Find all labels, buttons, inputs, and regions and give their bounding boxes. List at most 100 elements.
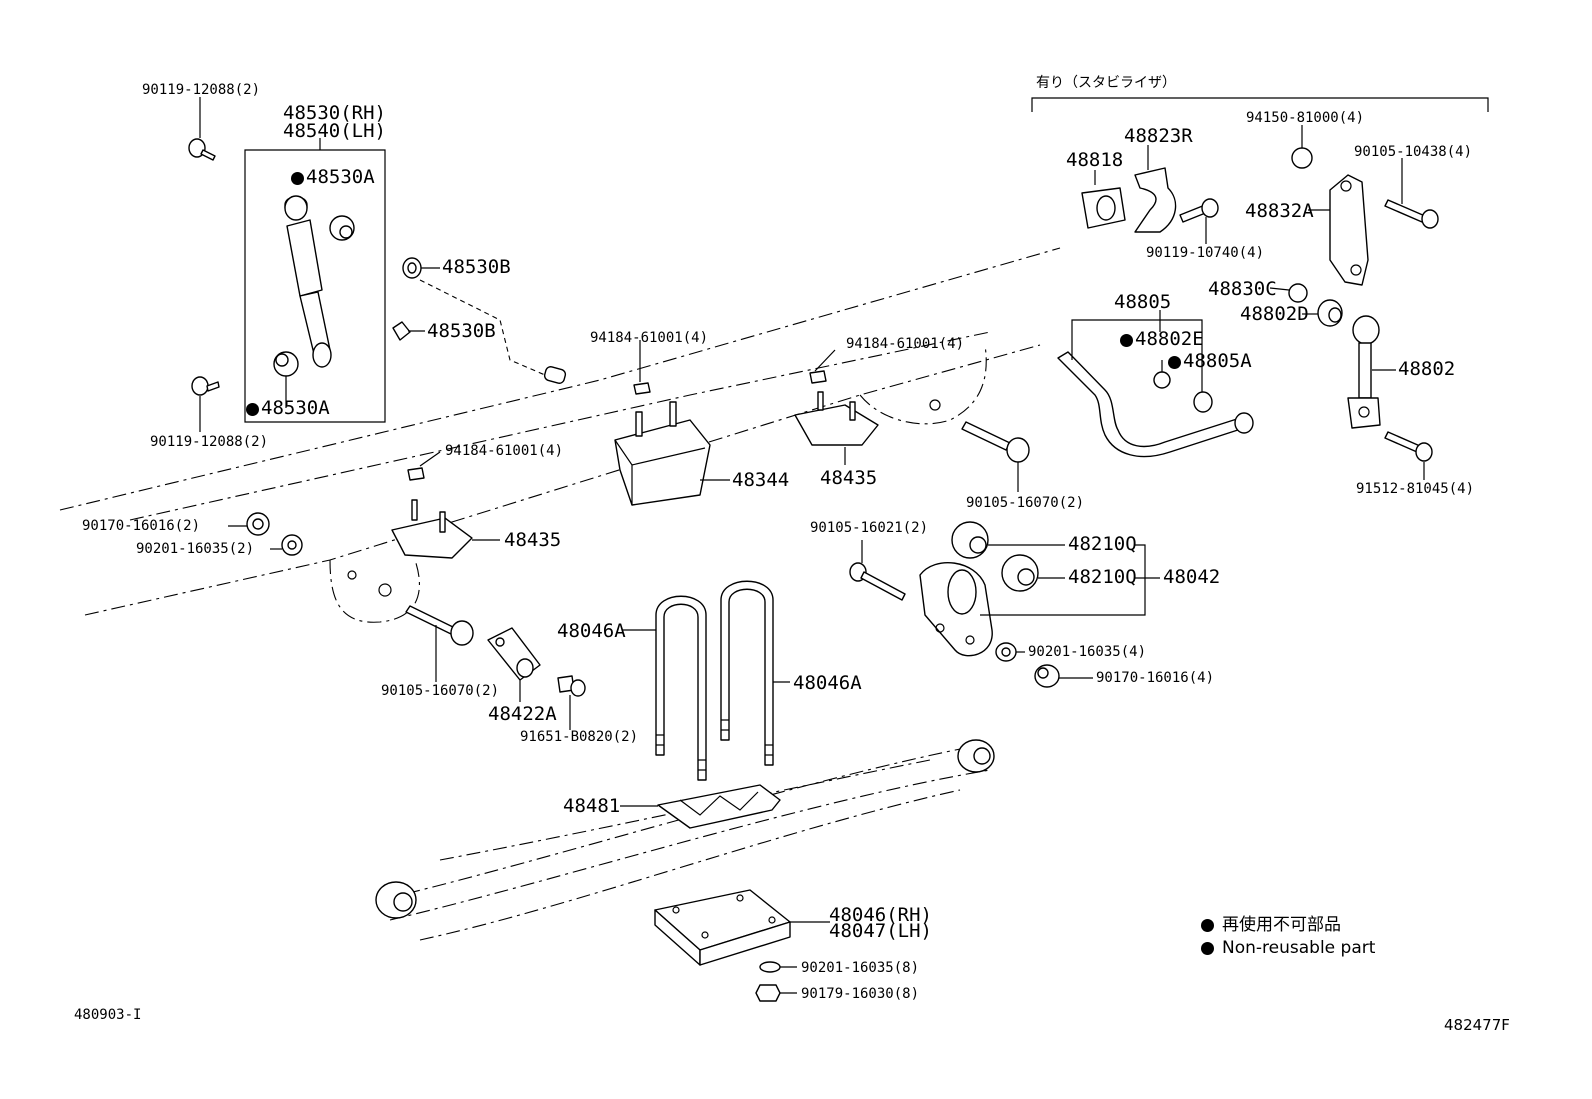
label-90201-16035-bottom[interactable]: 90201-16035(8) (801, 960, 920, 976)
label-90170-16016-left[interactable]: 90170-16016(2) (82, 518, 201, 534)
label-48046a-right[interactable]: 48046A (793, 672, 862, 694)
leaf-spring (375, 739, 995, 941)
nut-90170-16016-left (246, 512, 270, 536)
stabilizer-bar-48805 (1057, 351, 1254, 458)
bolt-90119-10740 (1179, 198, 1219, 223)
label-48830c[interactable]: 48830C (1208, 278, 1277, 300)
label-48802e[interactable]: 48802E (1135, 328, 1204, 350)
frame-rail-mid (129, 331, 991, 521)
label-48344[interactable]: 48344 (732, 469, 790, 491)
label-48530a-top[interactable]: 48530A (306, 166, 375, 188)
nut-94150-81000 (1291, 147, 1313, 169)
bracket-48823r (1134, 167, 1177, 233)
shackle-48042 (919, 561, 993, 657)
label-48832a[interactable]: 48832A (1245, 200, 1314, 222)
bolt-90119-12088-bottom (191, 376, 220, 396)
label-94184-61001-b[interactable]: 94184-61001(4) (846, 336, 965, 352)
bolt-90105-16070-right (961, 421, 1030, 463)
washer-48530b-2 (392, 321, 411, 341)
nut-48830c (1288, 283, 1308, 303)
link-48802 (1347, 315, 1381, 429)
label-48046a-left[interactable]: 48046A (557, 620, 626, 642)
non-reusable-dot (291, 172, 304, 185)
bolt-90119-12088-top (188, 138, 216, 161)
part-48344 (614, 382, 711, 506)
label-48210q-1[interactable]: 48210Q (1068, 533, 1137, 555)
label-48530b-1[interactable]: 48530B (442, 256, 511, 278)
frame-rail-upper (59, 247, 1061, 511)
figure-code-left: 480903-I (74, 1007, 142, 1023)
label-90201-16035-right[interactable]: 90201-16035(4) (1028, 644, 1147, 660)
bushing-48802d (1317, 299, 1343, 327)
part-48481 (657, 784, 781, 829)
label-48435-upper[interactable]: 48435 (820, 467, 878, 489)
label-48047-lh[interactable]: 48047(LH) (829, 920, 932, 942)
label-48805[interactable]: 48805 (1114, 291, 1172, 313)
non-reusable-dot (1168, 356, 1181, 369)
label-48046-rh[interactable]: 48046(RH) (829, 904, 932, 926)
frame-rail-lower (84, 344, 1041, 616)
stabilizer-option-note: 有り（スタビライザ） (1036, 75, 1176, 91)
label-94184-61001-a[interactable]: 94184-61001(4) (590, 330, 709, 346)
frame-bracket (329, 559, 420, 623)
part-48046-plate (654, 889, 791, 966)
label-90105-10438[interactable]: 90105-10438(4) (1354, 144, 1473, 160)
legend-dot (1201, 942, 1214, 955)
label-90179-16030[interactable]: 90179-16030(8) (801, 986, 920, 1002)
bushing-48530a-top (329, 215, 355, 241)
nut-90179-16030 (755, 984, 781, 1002)
label-91651-b0820[interactable]: 91651-B0820(2) (520, 729, 639, 745)
nut-90170-16016-right (1034, 664, 1060, 688)
ubolt-48046a-left (655, 595, 707, 781)
washer-90201-16035-right (995, 642, 1017, 662)
bushing-48802e (1153, 371, 1171, 389)
label-48823r[interactable]: 48823R (1124, 125, 1193, 147)
label-94150-81000[interactable]: 94150-81000(4) (1246, 110, 1365, 126)
legend-jp: 再使用不可部品 (1222, 915, 1341, 935)
label-90105-16070-left[interactable]: 90105-16070(2) (381, 683, 500, 699)
label-90105-16070-right[interactable]: 90105-16070(2) (966, 495, 1085, 511)
part-48435-upper (794, 370, 879, 446)
label-90105-16021[interactable]: 90105-16021(2) (810, 520, 929, 536)
label-48802d[interactable]: 48802D (1240, 303, 1309, 325)
bushing-48210q-2 (1001, 554, 1039, 592)
bushing-48210q-1 (951, 521, 989, 559)
label-94184-61001-c[interactable]: 94184-61001(4) (445, 443, 564, 459)
label-48818[interactable]: 48818 (1066, 149, 1124, 171)
non-reusable-dot (1120, 334, 1133, 347)
bolt-90105-16070-left (405, 605, 474, 646)
label-48540-lh[interactable]: 48540(LH) (283, 120, 386, 142)
label-90201-16035-left[interactable]: 90201-16035(2) (136, 541, 255, 557)
label-48805a[interactable]: 48805A (1183, 350, 1252, 372)
label-48210q-2[interactable]: 48210Q (1068, 566, 1137, 588)
washer-90201-16035-bottom (759, 961, 781, 973)
part-48435-lower (391, 467, 473, 559)
label-48042[interactable]: 48042 (1163, 566, 1221, 588)
label-91512-81045[interactable]: 91512-81045(4) (1356, 481, 1475, 497)
figure-code-right: 482477F (1444, 1016, 1510, 1034)
label-48435-lower[interactable]: 48435 (504, 529, 562, 551)
label-48530-rh[interactable]: 48530(RH) (283, 102, 386, 124)
ubolt-48046a-right (720, 580, 774, 766)
label-48530a-bottom[interactable]: 48530A (261, 397, 330, 419)
bushing-48530a-bottom (273, 351, 299, 377)
label-90119-12088-bottom[interactable]: 90119-12088(2) (150, 434, 269, 450)
washer-90201-16035-left (281, 534, 303, 556)
bolt-90105-10438 (1384, 199, 1439, 229)
stabilizer-bracket (1031, 97, 1489, 112)
label-90170-16016-right[interactable]: 90170-16016(4) (1096, 670, 1215, 686)
bolt-91512-81045 (1384, 431, 1433, 462)
label-90119-12088-top[interactable]: 90119-12088(2) (142, 82, 261, 98)
non-reusable-dot (246, 403, 259, 416)
label-48481[interactable]: 48481 (563, 795, 621, 817)
bracket-48832a (1329, 174, 1369, 286)
legend-en: Non-reusable part (1222, 938, 1376, 958)
label-48530b-2[interactable]: 48530B (427, 320, 496, 342)
bushing-48818 (1081, 187, 1126, 229)
bushing-48805a (1193, 391, 1213, 413)
legend-dot (1201, 919, 1214, 932)
label-48422a[interactable]: 48422A (488, 703, 557, 725)
label-48802[interactable]: 48802 (1398, 358, 1456, 380)
label-90119-10740[interactable]: 90119-10740(4) (1146, 245, 1265, 261)
